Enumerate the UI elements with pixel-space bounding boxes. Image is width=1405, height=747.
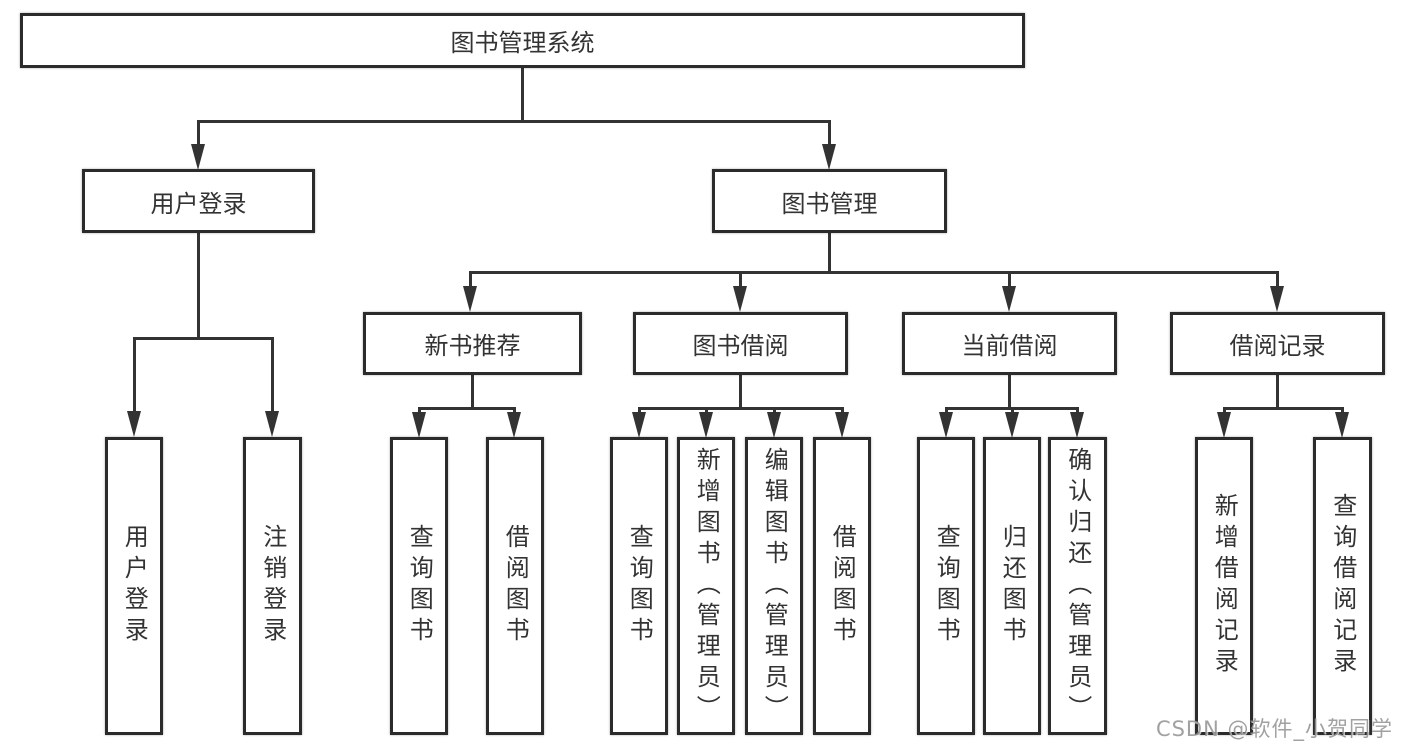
connector-line [470, 375, 474, 407]
leaf-confirm-return-admin: 确认归还（管理员） [1048, 437, 1107, 735]
arrowhead-down-icon [507, 412, 521, 438]
node-root: 图书管理系统 [20, 13, 1025, 68]
connector-line [1222, 407, 1344, 410]
leaf-label: 编辑图书（管理员） [760, 446, 789, 726]
arrowhead-down-icon [265, 411, 279, 437]
connector-line [1275, 375, 1279, 407]
leaf-label: 借阅图书 [828, 524, 857, 648]
connector-line [196, 120, 200, 146]
leaf-label: 借阅图书 [501, 524, 530, 648]
connector-line [637, 407, 641, 415]
connector-line [738, 271, 742, 288]
node-label: 图书管理系统 [450, 29, 595, 57]
connector-line [468, 271, 1279, 274]
arrowhead-down-icon [1217, 412, 1231, 438]
connector-line [1222, 407, 1226, 415]
arrowhead-down-icon [1005, 412, 1019, 438]
connector-line [1007, 375, 1011, 407]
arrowhead-down-icon [733, 286, 747, 312]
connector-line [132, 337, 274, 340]
connector-line [1075, 407, 1079, 415]
arrowhead-down-icon [699, 412, 713, 438]
leaf-borrow-books-2: 借阅图书 [813, 437, 871, 735]
connector-line [520, 68, 524, 120]
leaf-user-login: 用户登录 [105, 437, 163, 735]
connector-line [1340, 407, 1344, 415]
leaf-return-books: 归还图书 [983, 437, 1041, 735]
arrowhead-down-icon [1002, 286, 1016, 312]
connector-line [1007, 271, 1011, 288]
connector-line [132, 337, 136, 413]
connector-line [417, 407, 516, 410]
arrowhead-down-icon [191, 144, 205, 170]
connector-line [944, 407, 948, 415]
leaf-label: 新增借阅记录 [1210, 493, 1239, 679]
arrowhead-down-icon [767, 412, 781, 438]
arrowhead-down-icon [1270, 286, 1284, 312]
connector-line [512, 407, 516, 415]
leaf-label: 查询借阅记录 [1328, 493, 1357, 679]
connector-line [1010, 407, 1014, 415]
node-label: 图书管理 [781, 189, 878, 218]
node-label: 新书推荐 [424, 332, 521, 360]
arrowhead-down-icon [835, 412, 849, 438]
leaf-query-books-3: 查询图书 [917, 437, 975, 735]
connector-line [196, 120, 831, 123]
connector-line [1275, 271, 1279, 288]
leaf-query-books-1: 查询图书 [390, 437, 448, 735]
arrowhead-down-icon [463, 286, 477, 312]
csdn-watermark: CSDN @软件_小贺同学 [1155, 717, 1393, 741]
node-new-book-recommend: 新书推荐 [363, 312, 582, 375]
leaf-add-borrow-record: 新增借阅记录 [1195, 437, 1253, 735]
leaf-label: 查询图书 [405, 524, 434, 648]
connector-line [840, 407, 844, 415]
leaf-label: 归还图书 [998, 524, 1027, 648]
arrowhead-down-icon [127, 411, 141, 437]
connector-line [270, 337, 274, 413]
connector-line [468, 271, 472, 288]
node-user-login: 用户登录 [82, 169, 315, 233]
node-label: 借阅记录 [1229, 332, 1326, 360]
leaf-label: 确认归还（管理员） [1063, 446, 1092, 726]
connector-line [196, 233, 200, 337]
leaf-label: 注销登录 [258, 524, 287, 648]
arrowhead-down-icon [1070, 412, 1084, 438]
connector-line [827, 233, 831, 271]
leaf-add-books-admin: 新增图书（管理员） [677, 437, 735, 735]
connector-line [827, 120, 831, 146]
arrowhead-down-icon [822, 144, 836, 170]
node-label: 用户登录 [150, 189, 247, 218]
connector-line [417, 407, 421, 415]
node-label: 当前借阅 [961, 332, 1058, 360]
leaf-label: 查询图书 [932, 524, 961, 648]
node-label: 图书借阅 [692, 332, 789, 360]
connector-line [637, 407, 844, 410]
node-book-management: 图书管理 [712, 169, 947, 233]
node-book-borrow: 图书借阅 [633, 312, 848, 375]
connector-line [704, 407, 708, 415]
node-current-borrow: 当前借阅 [902, 312, 1117, 375]
arrowhead-down-icon [632, 412, 646, 438]
connector-line [772, 407, 776, 415]
leaf-label: 用户登录 [120, 524, 149, 648]
leaf-edit-books-admin: 编辑图书（管理员） [745, 437, 803, 735]
leaf-label: 新增图书（管理员） [692, 446, 721, 726]
leaf-query-books-2: 查询图书 [610, 437, 668, 735]
node-borrow-records: 借阅记录 [1170, 312, 1385, 375]
leaf-borrow-books-1: 借阅图书 [486, 437, 544, 735]
arrowhead-down-icon [939, 412, 953, 438]
leaf-label: 查询图书 [625, 524, 654, 648]
arrowhead-down-icon [412, 412, 426, 438]
arrowhead-down-icon [1335, 412, 1349, 438]
leaf-query-borrow-record: 查询借阅记录 [1313, 437, 1372, 735]
leaf-logout: 注销登录 [243, 437, 302, 735]
connector-line [738, 375, 742, 407]
